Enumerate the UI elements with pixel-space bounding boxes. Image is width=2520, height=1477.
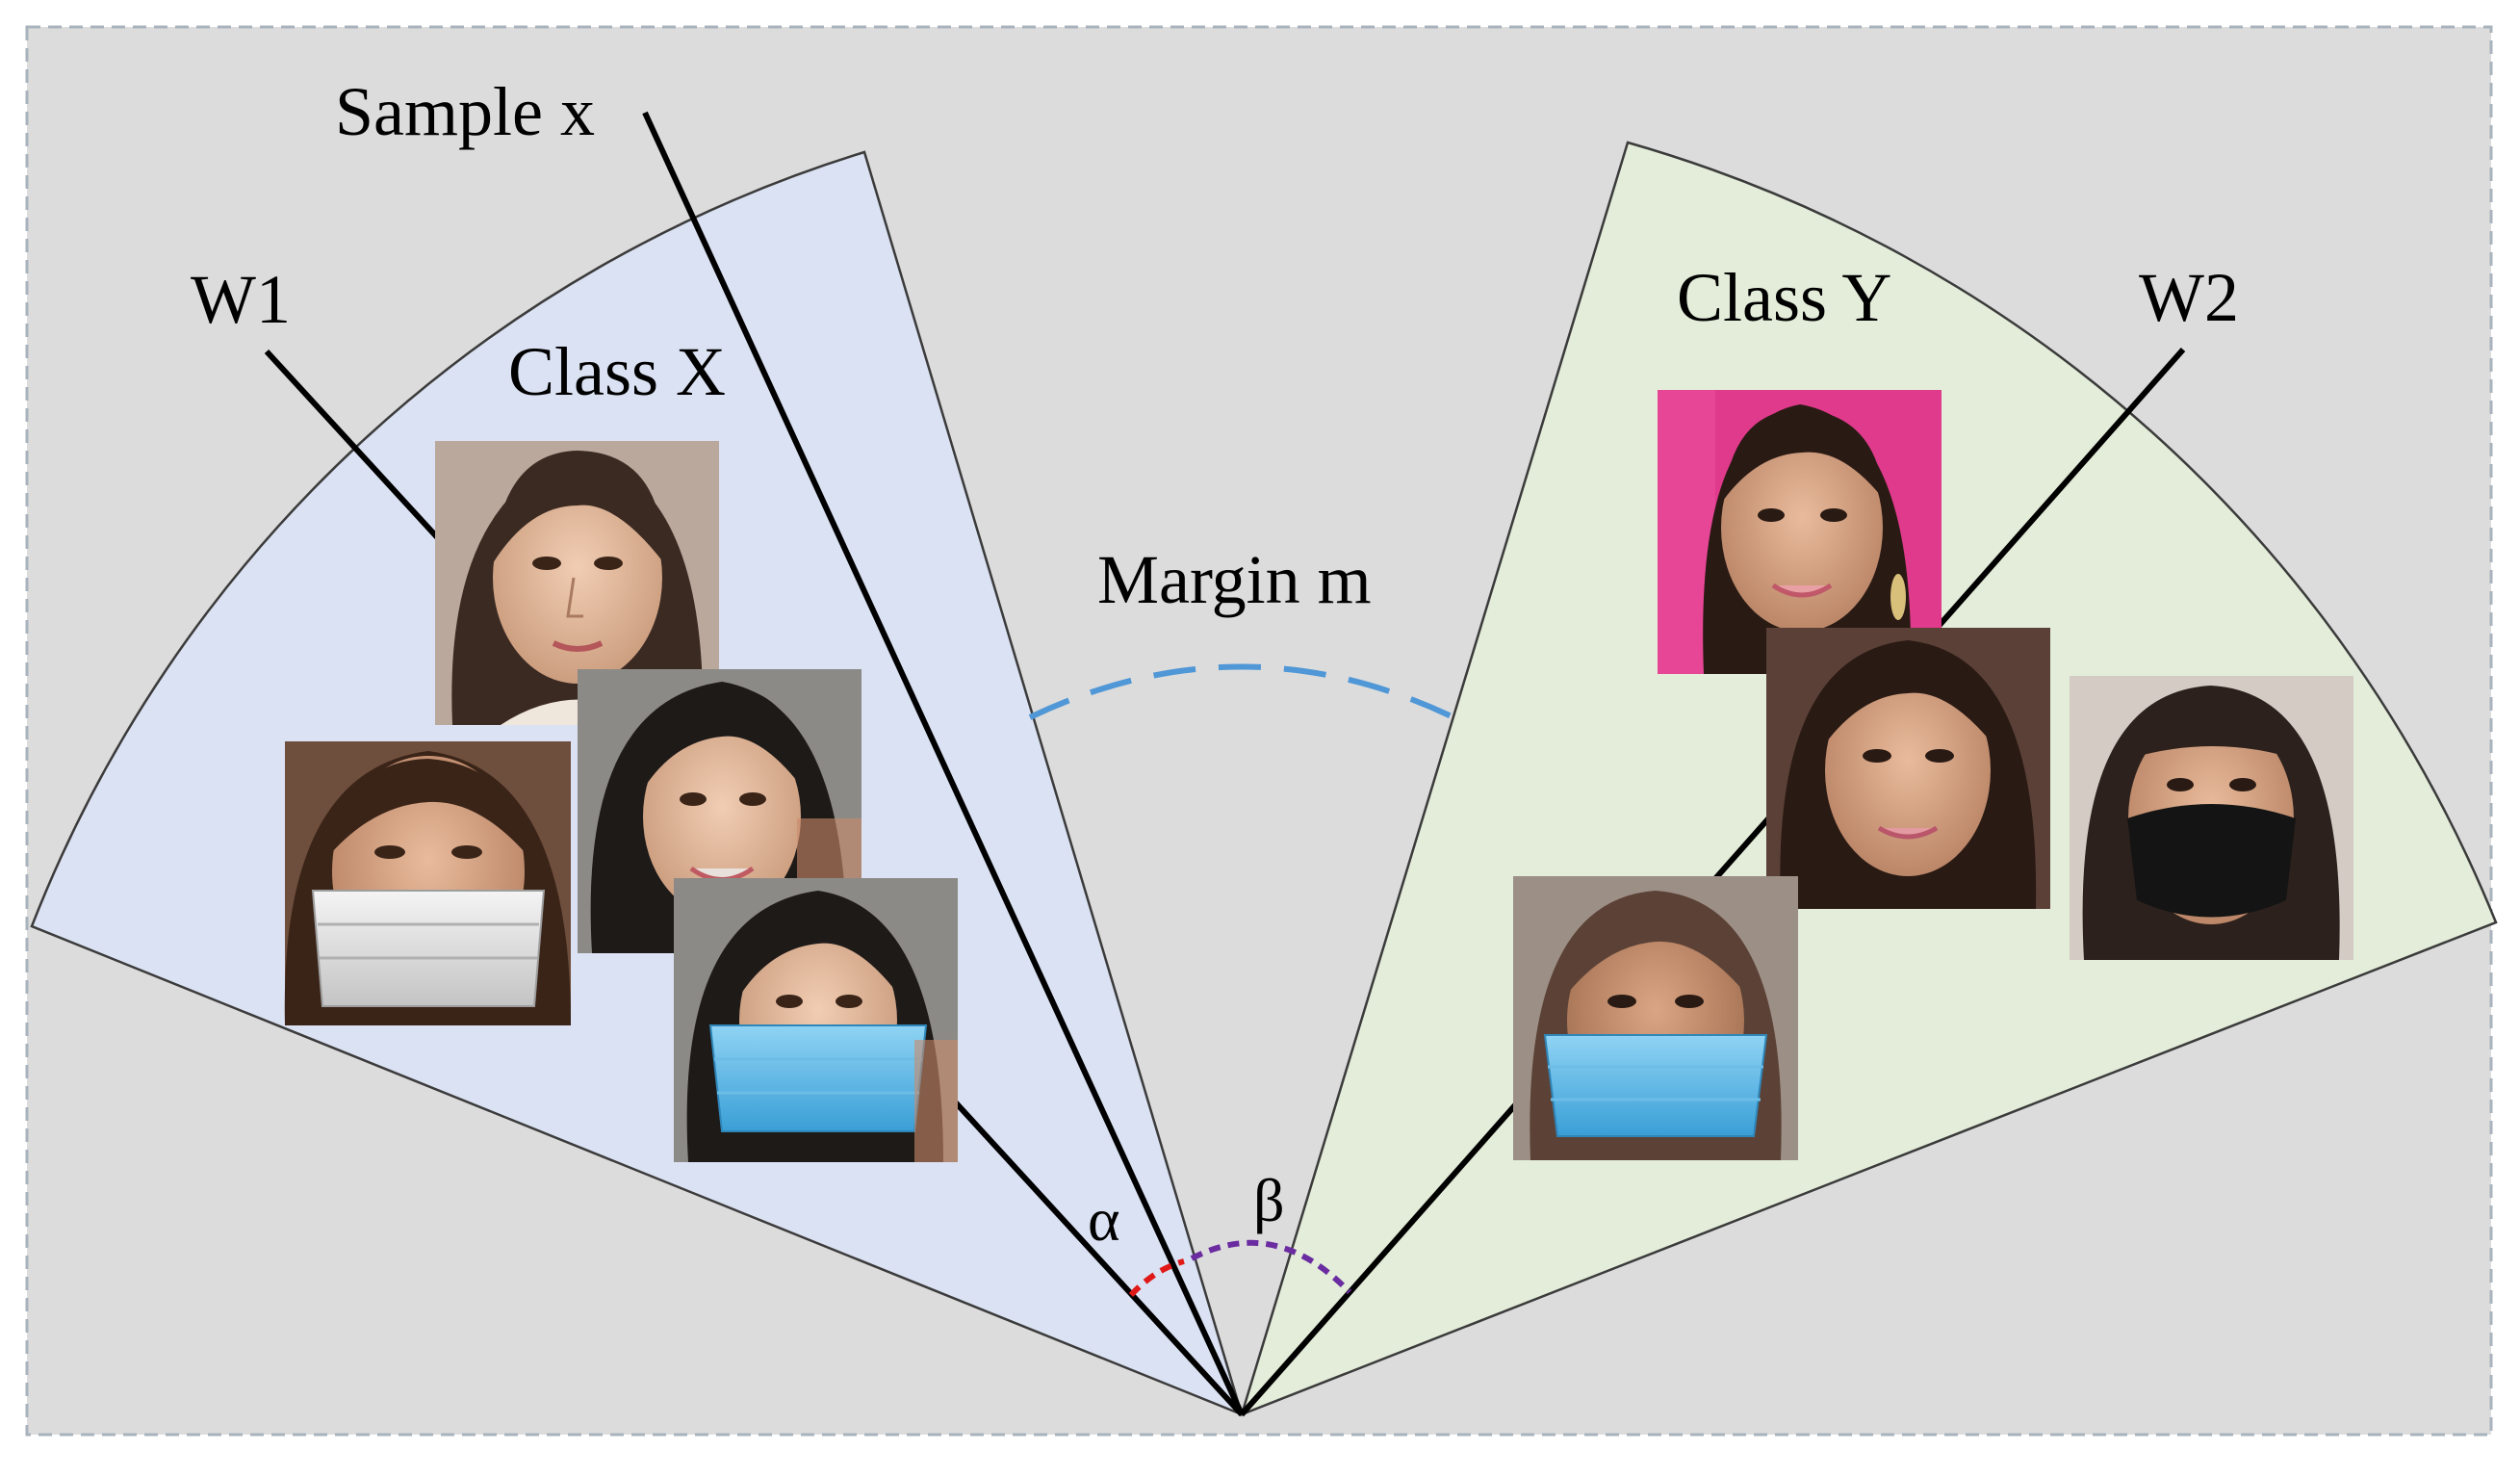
- margin-arc: [1028, 663, 1455, 720]
- beta-label: β: [1253, 1166, 1285, 1234]
- class-x-masked-face-photo: [674, 878, 958, 1162]
- w1-label: W1: [191, 261, 291, 338]
- sample-x-label: Sample x: [335, 73, 595, 150]
- margin-label: Margin m: [1097, 541, 1372, 618]
- class-y-masked-face-photo: [2070, 676, 2353, 960]
- class-x-masked-face-photo: [284, 741, 571, 1025]
- class-y-face-photo: [1658, 390, 1941, 674]
- w2-label: W2: [2139, 259, 2239, 336]
- sample-x-line: [642, 111, 1245, 1416]
- alpha-label: α: [1088, 1185, 1120, 1254]
- class-y-face-photo: [1766, 628, 2050, 909]
- beta-arc: [1190, 1239, 1352, 1295]
- class-y-masked-face-photo: [1513, 876, 1798, 1160]
- alpha-arc: [1128, 1258, 1185, 1298]
- class-y-label: Class Y: [1677, 259, 1891, 336]
- class-x-label: Class X: [508, 333, 726, 410]
